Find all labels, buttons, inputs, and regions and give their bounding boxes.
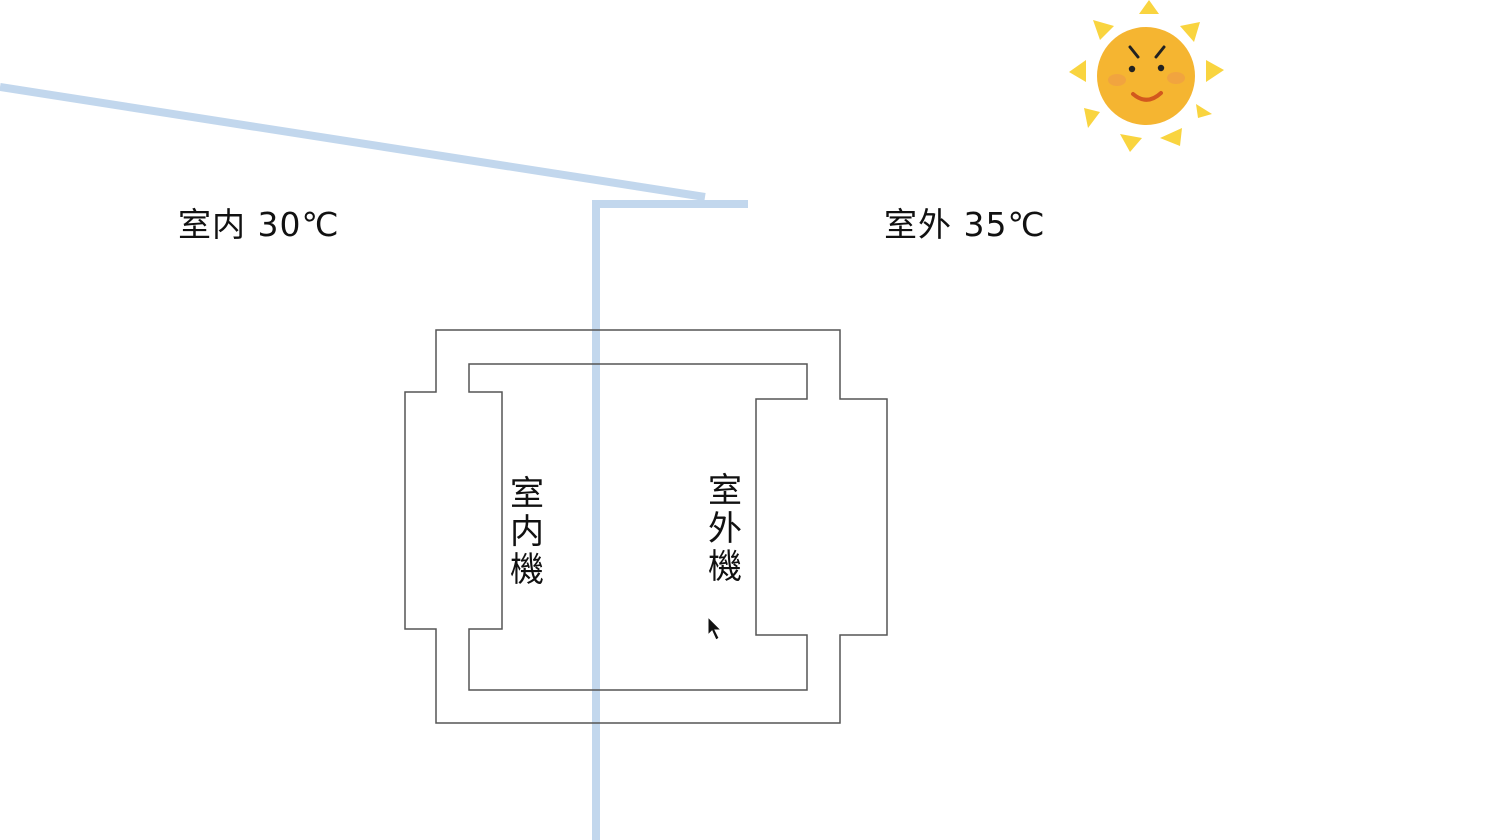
wall-line — [592, 200, 748, 840]
house-wall — [0, 83, 748, 840]
roof-line — [0, 83, 706, 201]
sun-icon — [1069, 0, 1224, 152]
circuit-inner-outline — [468, 363, 808, 691]
air-conditioner-circuit — [404, 329, 888, 724]
indoor-temperature-label: 室内 30℃ — [178, 205, 340, 244]
outdoor-temperature-label: 室外 35℃ — [884, 205, 1046, 244]
outdoor-unit-label: 室外機 — [708, 471, 742, 587]
circuit-outer-outline — [404, 329, 888, 724]
mouse-cursor-icon — [707, 615, 723, 641]
indoor-unit-label: 室内機 — [510, 474, 544, 590]
